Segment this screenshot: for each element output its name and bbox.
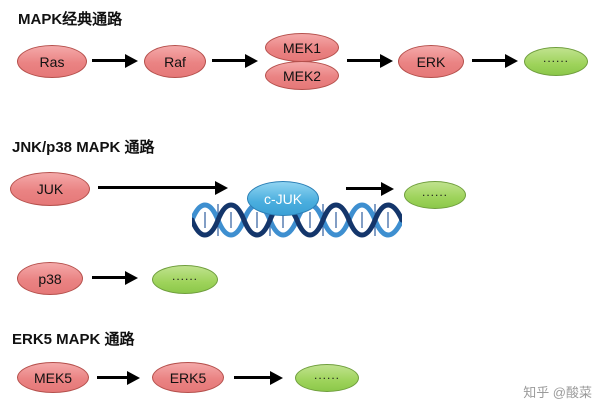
section-title-jnk: JNK/p38 MAPK 通路: [12, 139, 155, 156]
arrow-juk-cjuk: [98, 186, 215, 189]
arrow-mek5-erk5: [97, 376, 127, 379]
node-downstream-classic: ......: [524, 47, 588, 76]
arrow-erk5-downstream: [234, 376, 270, 379]
section-title-erk5: ERK5 MAPK 通路: [12, 331, 135, 348]
node-cjuk: c-JUK: [247, 181, 319, 216]
node-downstream-jnk: ......: [404, 181, 466, 209]
arrow-mek-erk: [347, 59, 380, 62]
node-p38: p38: [17, 262, 83, 295]
node-ras: Ras: [17, 45, 87, 78]
arrow-p38-downstream: [92, 276, 125, 279]
arrow-erk-downstream: [472, 59, 505, 62]
node-juk: JUK: [10, 172, 90, 206]
node-mek2: MEK2: [265, 61, 339, 90]
node-downstream-erk5: ......: [295, 364, 359, 392]
arrow-raf-mek: [212, 59, 245, 62]
arrow-ras-raf: [92, 59, 125, 62]
node-mek1: MEK1: [265, 33, 339, 62]
node-erk: ERK: [398, 45, 464, 78]
arrow-cjuk-downstream: [346, 187, 381, 190]
section-title-classic: MAPK经典通路: [18, 11, 123, 28]
node-mek5: MEK5: [17, 362, 89, 393]
node-downstream-p38: ......: [152, 265, 218, 294]
node-erk5: ERK5: [152, 362, 224, 393]
dna-helix-graphic: [192, 202, 402, 238]
node-raf: Raf: [144, 45, 206, 78]
watermark: 知乎 @酸菜: [523, 385, 592, 400]
